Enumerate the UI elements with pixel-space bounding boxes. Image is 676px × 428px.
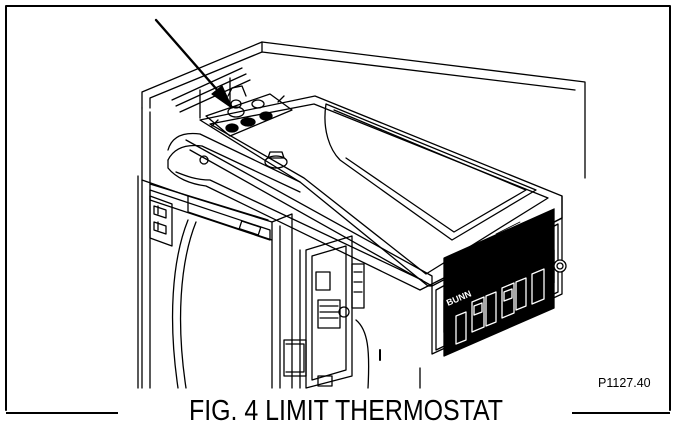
- part-number: P1127.40: [598, 376, 651, 390]
- control-panel: [443, 208, 567, 357]
- limit-thermostat: [199, 85, 293, 165]
- control-board: [283, 235, 421, 389]
- caption-rule-left: [6, 412, 118, 414]
- figure-border: [5, 5, 671, 411]
- indicator-arrow: [154, 18, 233, 109]
- figure-caption: FIG. 4 LIMIT THERMOSTAT: [188, 395, 504, 427]
- caption-rule-right: [572, 412, 670, 414]
- cabinet-frame: [137, 41, 586, 389]
